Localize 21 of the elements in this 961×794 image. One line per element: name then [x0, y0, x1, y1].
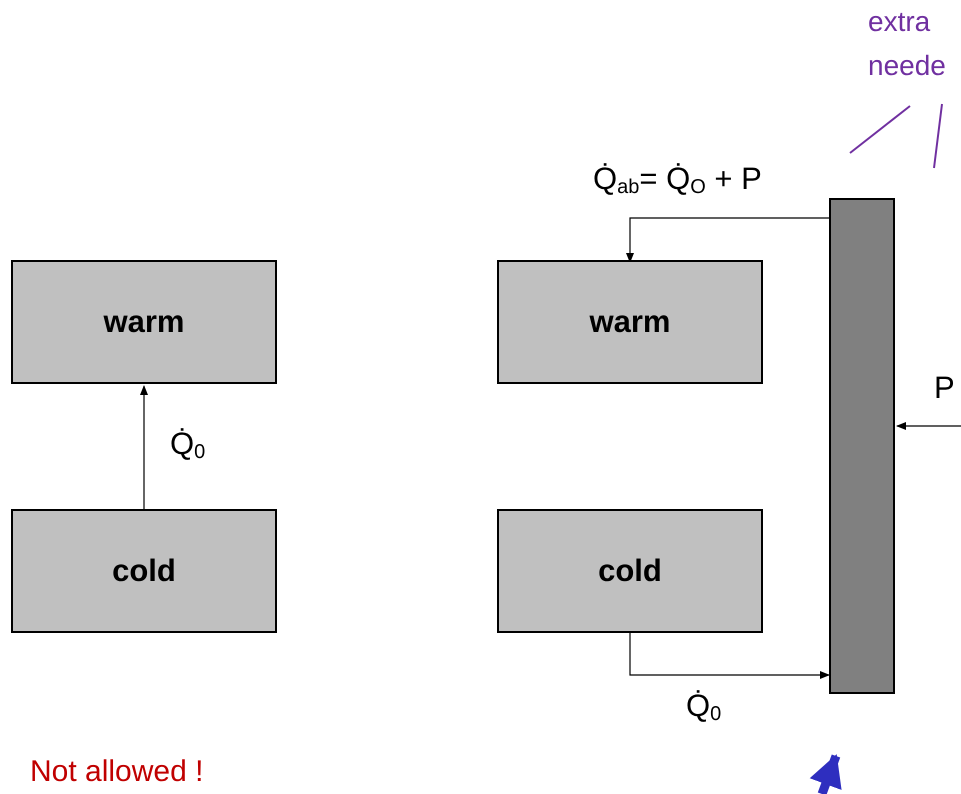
- temperature-box: [497, 509, 763, 633]
- box-label: cold: [112, 553, 176, 589]
- edge-label: Q̇$_{ab}$= Q̇$_{O}$ + P: [593, 163, 762, 197]
- temperature-box: [11, 509, 277, 633]
- arrow: [626, 217, 829, 263]
- temperature-box: [11, 260, 277, 384]
- arrow: [629, 633, 830, 679]
- warning-note: Not allowed !: [30, 755, 204, 789]
- machine-bar: [829, 198, 895, 694]
- arrow: [896, 422, 961, 430]
- box-label: warm: [590, 304, 670, 340]
- box-label: cold: [598, 553, 662, 589]
- box-label: warm: [104, 304, 184, 340]
- edge-label: P: [934, 372, 955, 403]
- edge-label: Q̇$_{0}$: [686, 690, 722, 724]
- leader-line: [849, 105, 911, 154]
- arrow: [140, 385, 148, 509]
- edge-label: Q̇$_{0}$: [170, 428, 206, 462]
- temperature-box: [497, 260, 763, 384]
- callout-text: extra neede: [868, 0, 961, 88]
- leader-line: [933, 104, 943, 168]
